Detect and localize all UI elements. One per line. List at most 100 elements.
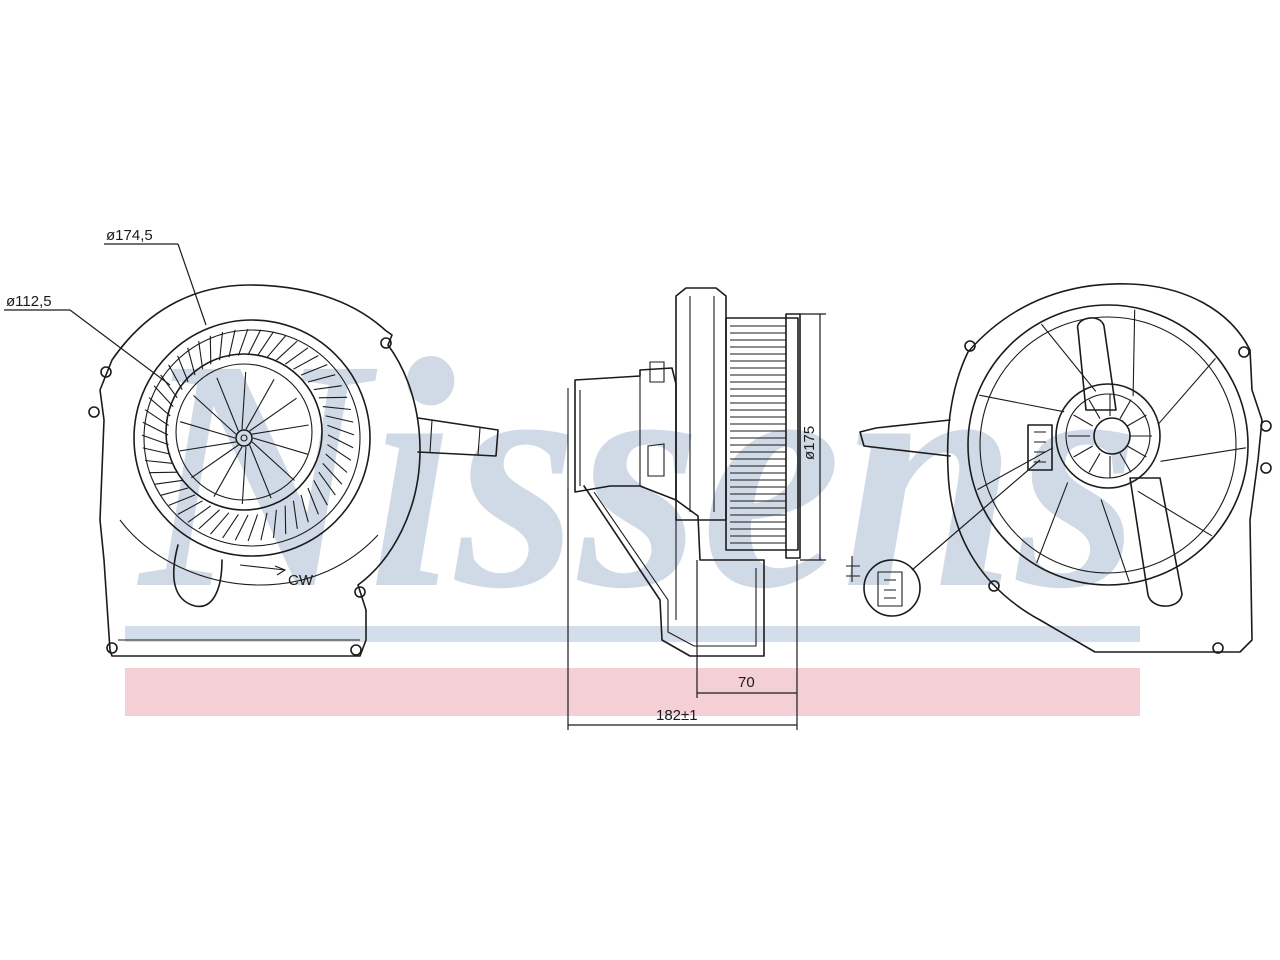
front-spoke xyxy=(193,395,237,435)
side-impeller-body xyxy=(725,317,799,551)
front-lug-3 xyxy=(380,337,392,349)
front-spoke xyxy=(245,379,275,430)
front-blade xyxy=(293,355,319,370)
front-connector-detail xyxy=(429,419,481,456)
rear-spoke xyxy=(1100,499,1130,582)
front-spoke xyxy=(252,424,309,435)
rear-spoke xyxy=(979,394,1065,413)
rear-housing-outline xyxy=(946,283,1263,653)
side-end-plate xyxy=(785,313,801,559)
side-impeller-vanes xyxy=(730,325,786,544)
detail-callout-leader xyxy=(911,459,1041,571)
front-blade xyxy=(177,355,189,383)
front-blade xyxy=(257,331,274,356)
rear-motor-rib xyxy=(1088,453,1101,473)
front-blade xyxy=(160,374,178,399)
front-blade xyxy=(272,509,277,538)
front-impeller-inner-ring xyxy=(165,353,323,511)
front-lug-1 xyxy=(100,366,112,378)
front-spoke xyxy=(179,441,236,452)
front-spoke xyxy=(249,397,297,432)
rear-spoke xyxy=(1040,323,1097,392)
rear-motor-rib xyxy=(1088,399,1101,419)
front-blade xyxy=(168,494,196,506)
front-blade xyxy=(327,434,354,449)
rear-motor-ring xyxy=(1055,383,1161,489)
front-blade xyxy=(153,385,174,407)
front-impeller-hub-ring xyxy=(175,363,313,501)
front-blade xyxy=(234,514,249,541)
rear-spoke xyxy=(1132,309,1136,397)
front-blade xyxy=(145,459,174,464)
front-blade xyxy=(142,447,171,455)
rear-motor-hub xyxy=(1093,417,1131,455)
rear-spoke xyxy=(1158,358,1216,425)
rear-housing-spokes xyxy=(977,309,1247,582)
rear-motor-rib xyxy=(1073,414,1093,427)
front-blade xyxy=(313,385,342,391)
rear-motor-rib xyxy=(1119,399,1132,419)
front-spoke xyxy=(252,437,309,455)
rear-lug-5 xyxy=(988,580,1000,592)
front-blade xyxy=(144,409,169,426)
side-lower-duct xyxy=(583,485,765,657)
front-blade xyxy=(228,329,236,358)
front-blade xyxy=(307,487,319,515)
front-connector-nozzle xyxy=(417,417,499,457)
rear-fan-blade-bottom xyxy=(1129,477,1183,607)
front-spoke xyxy=(241,371,247,430)
side-top-cap-inner xyxy=(689,296,715,512)
rear-connector xyxy=(1027,424,1053,471)
front-blade xyxy=(219,332,224,361)
rear-spoke xyxy=(1160,447,1247,462)
rear-spoke xyxy=(1137,490,1213,537)
overall-depth-label: 182±1 xyxy=(656,707,698,724)
front-blade xyxy=(307,374,336,383)
rear-motor-rib xyxy=(1127,445,1147,458)
front-blade xyxy=(247,514,259,542)
detail-callout-circle xyxy=(863,559,921,617)
front-blade xyxy=(148,397,171,417)
rear-motor-rib xyxy=(1127,414,1147,427)
rear-motor-rib xyxy=(1119,453,1132,473)
front-impeller-spokes xyxy=(179,371,309,505)
front-blade xyxy=(237,328,249,356)
front-spoke xyxy=(191,444,239,479)
rotation-arrow xyxy=(239,564,287,576)
front-blade xyxy=(300,494,309,523)
front-housing-outline xyxy=(99,284,421,657)
front-blade xyxy=(187,505,212,523)
front-spoke xyxy=(249,444,272,499)
watermark-blue-bar xyxy=(125,626,1140,642)
front-blade xyxy=(154,479,183,485)
front-outer-ring xyxy=(133,319,371,557)
front-blade xyxy=(318,396,348,399)
front-blade xyxy=(177,500,203,515)
front-blade xyxy=(210,512,230,535)
front-lug-5 xyxy=(350,644,362,656)
front-blade xyxy=(198,509,220,530)
front-blade xyxy=(187,347,196,376)
rear-motor-rib xyxy=(1073,445,1093,458)
front-blade xyxy=(168,364,183,390)
side-motor-detail xyxy=(567,361,665,488)
front-blade xyxy=(318,471,336,496)
front-lug-2 xyxy=(88,406,100,418)
rear-side-nozzle xyxy=(859,419,951,457)
rear-spoke xyxy=(977,447,1054,491)
front-view: CW ø174,5 ø112,5 xyxy=(4,227,499,657)
front-lug-6 xyxy=(106,642,118,654)
front-housing-inner-outline xyxy=(119,519,379,586)
inner-diameter-leader xyxy=(69,309,171,386)
front-blade xyxy=(266,335,286,358)
front-lug-4 xyxy=(354,586,366,598)
rear-lug-6 xyxy=(1212,642,1224,654)
rear-motor-ribs xyxy=(1068,394,1152,478)
front-blade xyxy=(327,444,352,461)
front-blade xyxy=(327,424,355,436)
front-blade xyxy=(198,341,204,370)
rotation-label: CW xyxy=(288,572,314,589)
outer-diameter-label: ø174,5 xyxy=(106,227,153,244)
front-outer-ring-2 xyxy=(143,329,361,547)
